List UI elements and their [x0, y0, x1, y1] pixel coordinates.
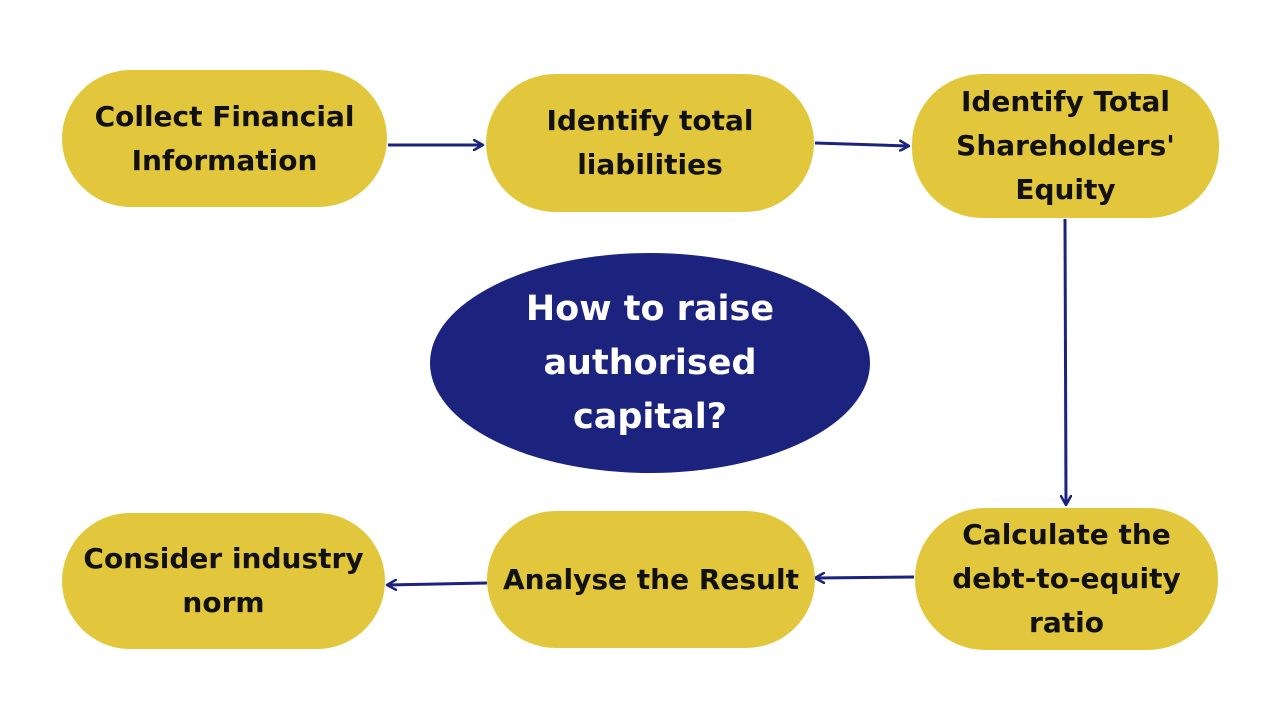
arrow-analyse-to-consider: [387, 583, 488, 585]
step-consider-industry-norm: Consider industry norm: [62, 513, 385, 649]
step-label: Identify total liabilities: [546, 104, 754, 181]
step-label: Consider industry norm: [83, 542, 364, 619]
step-label: Analyse the Result: [503, 562, 799, 596]
step-identify-total-liabilities: Identify total liabilities: [486, 74, 814, 212]
step-identify-total-shareholders-equity: Identify Total Shareholders' Equity: [912, 74, 1219, 218]
arrow-calculate-to-analyse: [815, 577, 915, 578]
central-question: How to raise authorised capital?: [525, 289, 775, 437]
arrow-equity-to-calculate: [1065, 218, 1066, 505]
step-collect-financial-information: Collect Financial Information: [62, 70, 387, 207]
step-label: Collect Financial Information: [94, 99, 355, 177]
arrow-liabilities-to-equity: [814, 143, 909, 146]
step-label: Identify Total Shareholders' Equity: [956, 85, 1175, 206]
step-calculate-debt-to-equity-ratio: Calculate the debt-to-equity ratio: [915, 508, 1218, 650]
step-analyse-the-result: Analyse the Result: [487, 511, 815, 648]
step-label: Calculate the debt-to-equity ratio: [952, 518, 1181, 639]
central-question-ellipse: How to raise authorised capital?: [430, 253, 870, 473]
